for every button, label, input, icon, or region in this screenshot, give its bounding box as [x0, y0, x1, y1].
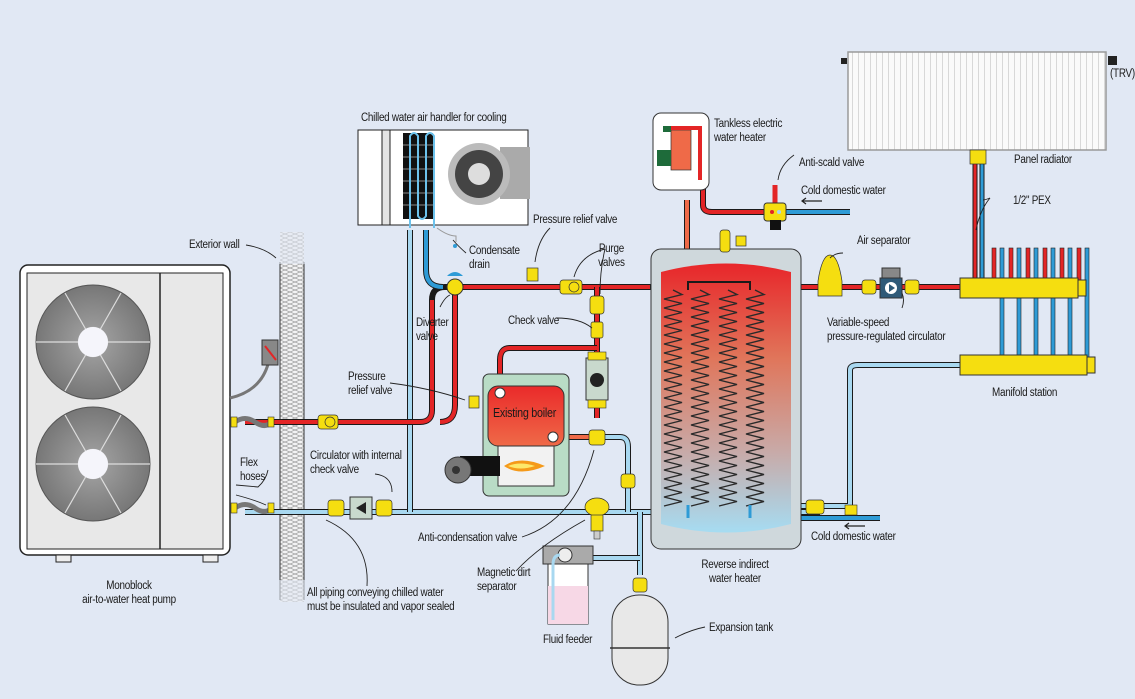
- return-loop-tube: [1033, 247, 1039, 359]
- tankless-heater: [652, 112, 710, 191]
- fan-icon: [35, 284, 151, 400]
- panel-radiator-label: Panel radiator: [1014, 154, 1072, 166]
- heat-exchanger-coil: [745, 289, 767, 507]
- return-loop-tube: [1067, 247, 1073, 359]
- water-drop-icon: [453, 244, 457, 248]
- supply-loop-tube: [1076, 247, 1082, 281]
- exterior-wall: [278, 228, 308, 602]
- supply-loop-tube: [1042, 247, 1048, 281]
- flow-arrow-icon: [801, 197, 822, 205]
- anti-condensation-valve: [588, 429, 606, 446]
- fluid-feeder: [542, 545, 594, 625]
- anti-condensation-label: Anti-condensation valve: [418, 532, 518, 544]
- tank-cold-valve: [805, 499, 858, 516]
- manifold-label: Manifold station: [992, 387, 1058, 399]
- panel-radiator: [841, 51, 1117, 165]
- flex-hose: [230, 416, 275, 428]
- diverter-valve: [446, 272, 464, 296]
- fan-icon: [35, 406, 151, 522]
- manifold-station: [959, 247, 1096, 376]
- return-loop-tube: [999, 247, 1005, 359]
- air-handler-label: Chilled water air handler for cooling: [361, 112, 507, 124]
- fluid-feeder-label: Fluid feeder: [543, 634, 593, 646]
- anti-scald-label: Anti-scald valve: [799, 157, 865, 169]
- isolation-valve: [317, 414, 339, 430]
- boiler-relief-valve: [468, 395, 480, 409]
- boiler-label: Existing boiler: [493, 406, 557, 420]
- supply-loop-tube: [1008, 247, 1014, 281]
- expansion-tank: [610, 594, 670, 686]
- anti-scald-valve: [763, 202, 787, 230]
- heat-exchanger-coil: [718, 289, 740, 507]
- supply-loop-tube: [1025, 247, 1031, 281]
- dirt-separator: [584, 497, 610, 540]
- exterior-wall-label: Exterior wall: [189, 239, 240, 251]
- purge-valve: [589, 295, 605, 315]
- flex-hose: [230, 502, 275, 514]
- check-valve: [590, 321, 604, 339]
- air-handler: [357, 129, 530, 228]
- heat-pump: [19, 264, 231, 563]
- tank-valve: [632, 577, 648, 593]
- pex-label: 1/2" PEX: [1013, 195, 1051, 207]
- air-separator-label: Air separator: [857, 235, 911, 247]
- return-loop-tube: [1084, 247, 1090, 359]
- leader-lines: [235, 154, 991, 639]
- pressure-relief-top-label: Pressure relief valve: [533, 214, 618, 226]
- drain-valve: [620, 473, 636, 489]
- flow-arrow-icon: [844, 522, 865, 530]
- reverse-indirect-heater: [650, 229, 802, 550]
- variable-speed-circulator: [861, 267, 920, 299]
- air-separator: [817, 254, 843, 297]
- supply-loop-tube: [1059, 247, 1065, 281]
- check-valve-label: Check valve: [508, 315, 560, 327]
- cold-water-bottom-label: Cold domestic water: [811, 531, 896, 543]
- expansion-tank-label: Expansion tank: [709, 622, 774, 634]
- heat-exchanger-coil: [663, 289, 685, 507]
- pressure-relief-valve: [526, 267, 539, 282]
- cold-water-top-label: Cold domestic water: [801, 185, 886, 197]
- purge-valve: [559, 279, 583, 295]
- heat-exchanger-coil: [690, 289, 712, 507]
- existing-boiler: [444, 373, 570, 497]
- boiler-circulator: [585, 351, 609, 409]
- return-loop-tube: [1050, 247, 1056, 359]
- trv-label: (TRV): [1110, 68, 1135, 80]
- supply-loop-tube: [991, 247, 997, 281]
- return-loop-tube: [1016, 247, 1022, 359]
- circulator-with-check: [327, 496, 393, 520]
